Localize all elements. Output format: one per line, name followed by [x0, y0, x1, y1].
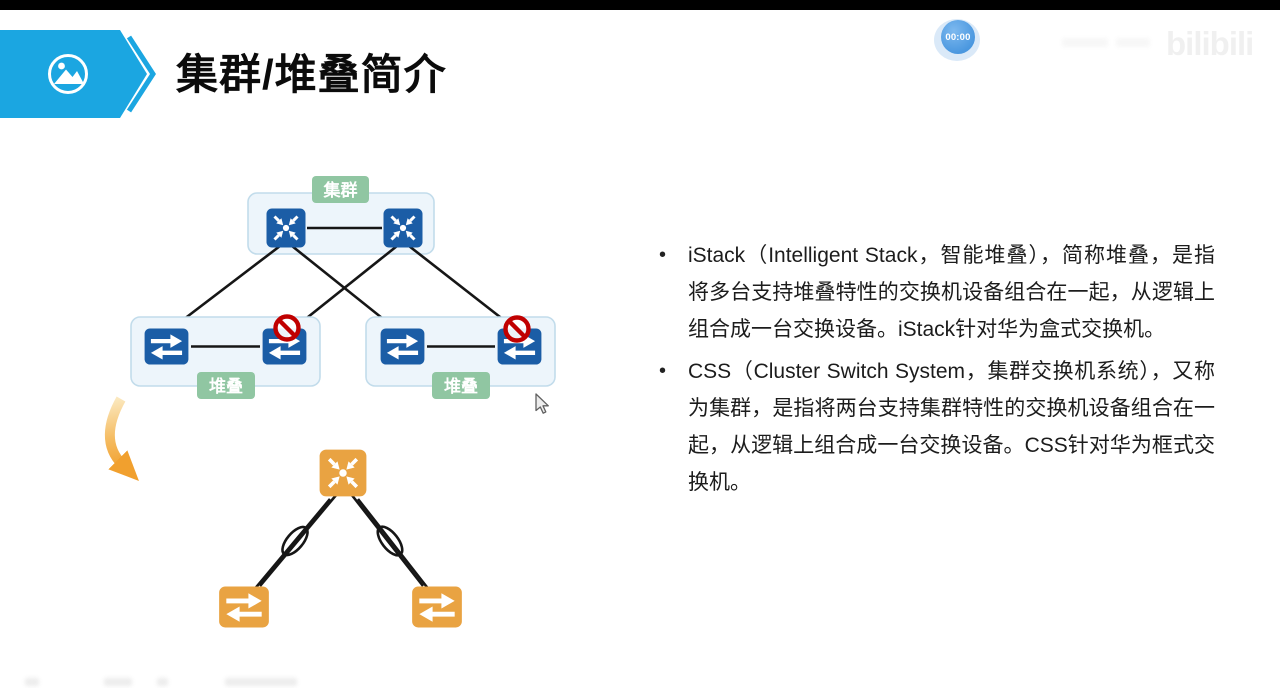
switch-icon	[145, 328, 189, 364]
bullet-marker: •	[659, 244, 667, 266]
aggregation-ring-icon	[376, 525, 404, 557]
right-stack-label-badge	[432, 372, 490, 399]
uplink-line	[292, 244, 398, 331]
bullet-text-istack: iStack（Intelligent Stack，智能堆叠），简称堆叠，是指将多…	[688, 244, 1215, 341]
uploader-watermark-smudge	[1116, 38, 1150, 47]
cluster-label-badge	[312, 176, 369, 203]
banner-chevron	[126, 35, 156, 113]
bilibili-watermark: bilibili	[1166, 25, 1254, 62]
no-entry-icon	[503, 315, 531, 343]
router-icon	[320, 450, 367, 497]
no-entry-icon	[273, 314, 301, 342]
title-banner	[0, 30, 156, 118]
letterbox-bar	[0, 0, 1280, 10]
mouse-cursor-icon	[535, 393, 549, 414]
bullet-item: • CSS（Cluster Switch System，集群交换机系统），又称为…	[659, 353, 1219, 501]
picture-icon	[48, 54, 88, 94]
switch-icon	[412, 587, 462, 628]
bullet-text-css: CSS（Cluster Switch System，集群交换机系统），又称为集群…	[688, 360, 1215, 494]
page-title: 集群/堆叠简介	[176, 51, 447, 98]
aggregation-ring-icon	[281, 525, 309, 557]
cluster-label: 集群	[323, 180, 358, 200]
time-badge: 00:00	[941, 20, 975, 54]
bullet-marker: •	[659, 360, 667, 382]
uploader-watermark-smudge	[1062, 38, 1108, 47]
left-stack-label-badge	[197, 372, 255, 399]
uplink-line	[170, 244, 281, 331]
curved-arrow-icon	[104, 396, 139, 481]
aggregated-link-right	[349, 493, 432, 592]
router-icon	[267, 209, 306, 248]
bullet-item: • iStack（Intelligent Stack，智能堆叠），简称堆叠，是指…	[659, 237, 1219, 348]
switch-icon	[381, 328, 425, 364]
bullet-list: • iStack（Intelligent Stack，智能堆叠），简称堆叠，是指…	[659, 237, 1219, 506]
aggregated-link-left	[252, 493, 338, 592]
switch-icon	[219, 587, 269, 628]
right-stack-label: 堆叠	[444, 376, 478, 396]
left-stack-label: 堆叠	[209, 376, 243, 396]
router-icon	[384, 209, 423, 248]
